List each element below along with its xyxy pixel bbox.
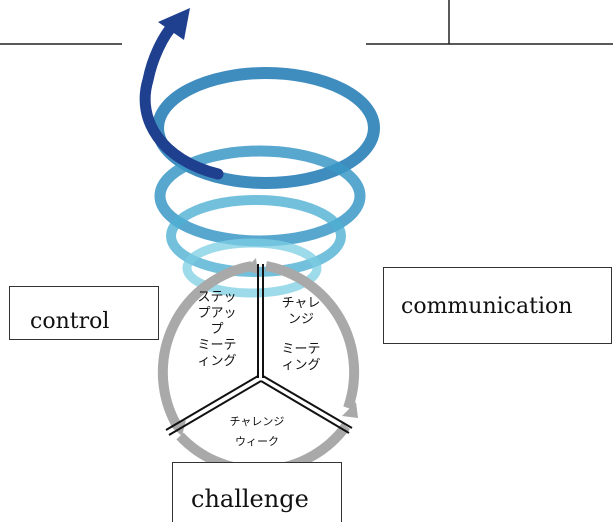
challenge-meeting-label-line2: ミーテ ィング: [276, 342, 326, 374]
challenge-week-label-line2: ウィーク: [214, 435, 300, 449]
control-label-box: control: [9, 286, 159, 340]
stepup-meeting-label-line2: ミーテ ィング: [190, 338, 244, 370]
communication-label-box: communication: [383, 267, 612, 344]
challenge-week-label-line1: チャレンジ: [214, 415, 300, 429]
stepup-meeting-label-line1: ステッ プアッ プ: [190, 290, 244, 338]
spiral-coils: [145, 22, 374, 293]
challenge-label-box: challenge: [172, 462, 342, 522]
challenge-label: challenge: [191, 485, 309, 513]
control-label: control: [30, 309, 109, 334]
challenge-meeting-label-line1: チャレ ンジ: [276, 296, 326, 328]
communication-label: communication: [401, 294, 572, 319]
